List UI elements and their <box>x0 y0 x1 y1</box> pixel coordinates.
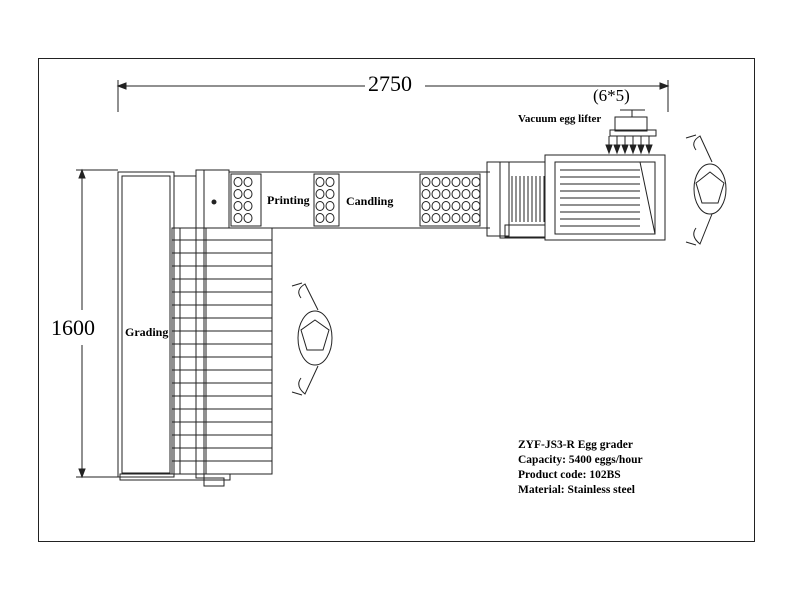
vacuum-lifter-label: Vacuum egg lifter <box>518 113 602 125</box>
loading-table <box>504 154 666 241</box>
spec-block: ZYF-JS3-R Egg grader Capacity: 5400 eggs… <box>518 438 643 498</box>
lifter-grid-label: (6*5) <box>593 86 630 105</box>
operator-1 <box>685 134 727 246</box>
loading-conveyor-rods <box>511 169 640 227</box>
capacity-text: Capacity: 5400 eggs/hour <box>518 454 643 466</box>
grading-label: Grading <box>125 325 169 339</box>
model-text: ZYF-JS3-R Egg grader <box>518 439 633 451</box>
material-text: Material: Stainless steel <box>518 484 635 496</box>
vacuum-egg-lifter <box>609 109 657 137</box>
width-dimension-label: 2750 <box>368 71 412 96</box>
drawing-frame <box>38 58 755 542</box>
product-code-text: Product code: 102BS <box>518 469 621 481</box>
candling-label: Candling <box>346 194 394 208</box>
height-dimension-label: 1600 <box>51 315 95 340</box>
egg-cup-rows <box>233 177 481 223</box>
width-dimension-line <box>116 80 670 112</box>
operator-2 <box>291 282 333 396</box>
printing-label: Printing <box>267 193 310 207</box>
main-conveyor <box>229 161 546 239</box>
vacuum-suckers <box>605 136 653 155</box>
grading-slats <box>172 239 272 462</box>
height-dimension-line <box>76 168 118 479</box>
